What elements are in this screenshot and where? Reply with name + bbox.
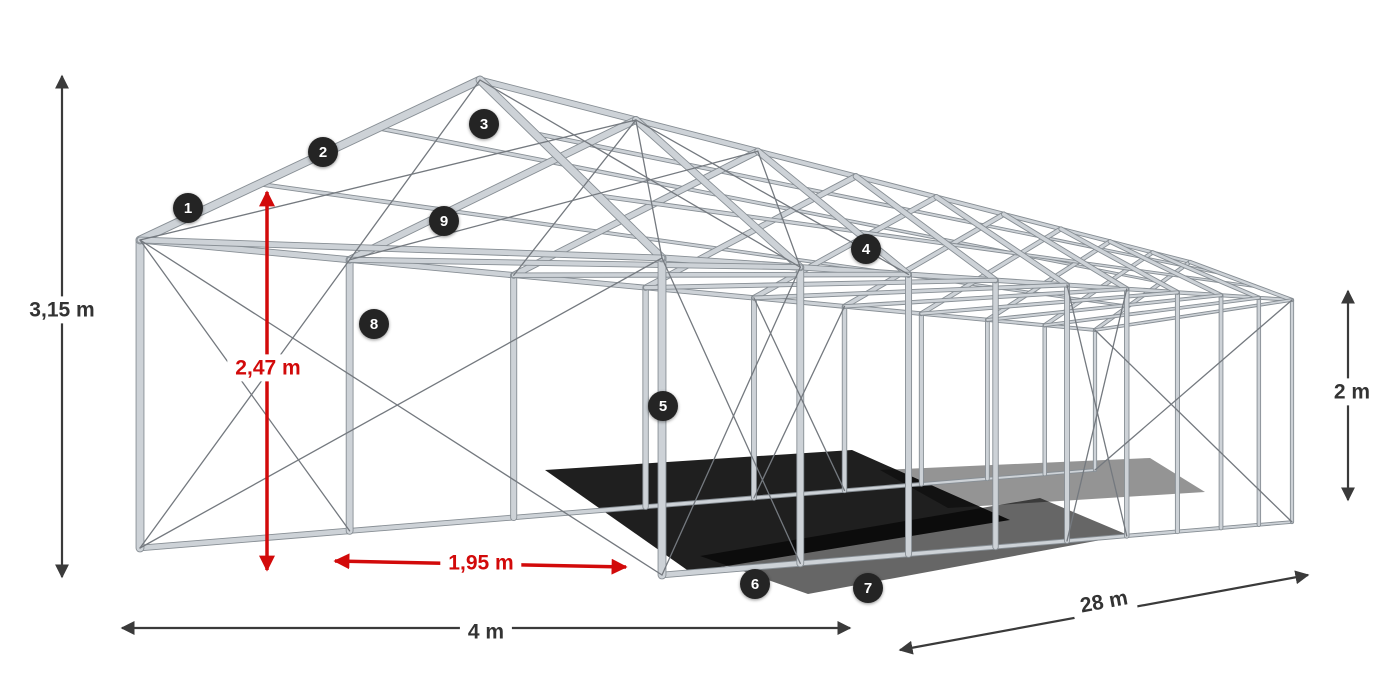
marker-5[interactable]: 5 [648,391,678,421]
marker-9[interactable]: 9 [429,206,459,236]
marker-8[interactable]: 8 [359,309,389,339]
label-inner-width: 1,95 m [440,549,522,577]
marker-3[interactable]: 3 [469,109,499,139]
label-width: 4 m [459,618,513,646]
marker-6[interactable]: 6 [740,569,770,599]
label-side-height: 2 m [1325,378,1379,406]
marker-2[interactable]: 2 [308,137,338,167]
marker-4[interactable]: 4 [851,234,881,264]
label-total-height: 3,15 m [21,296,103,324]
label-inner-height: 2,47 m [227,354,309,382]
marker-7[interactable]: 7 [853,573,883,603]
marker-1[interactable]: 1 [173,193,203,223]
